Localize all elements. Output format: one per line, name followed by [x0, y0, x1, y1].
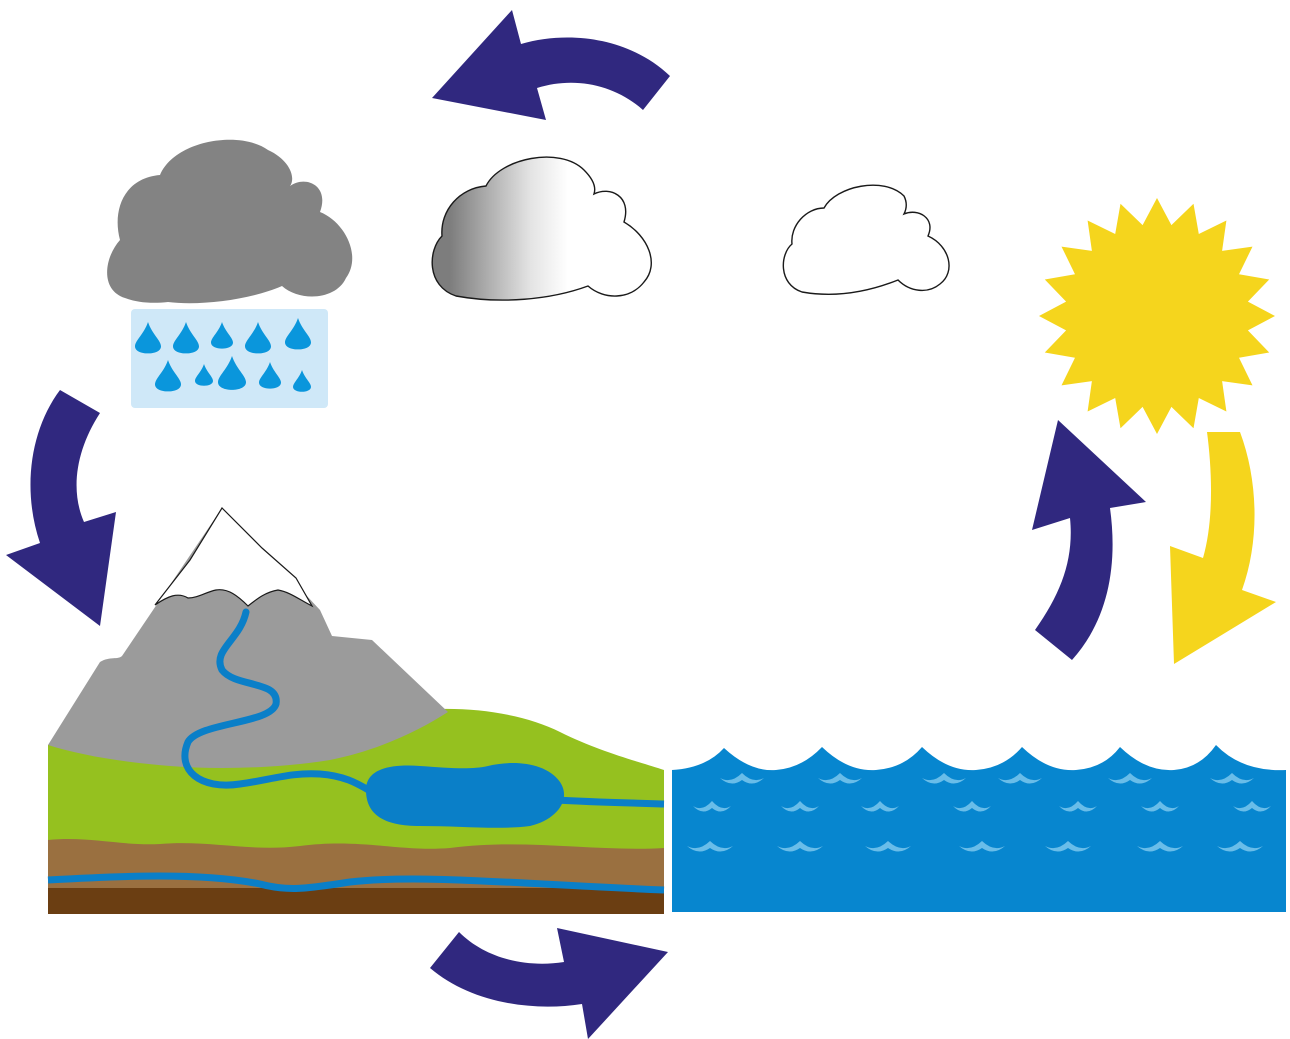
- wave-crest: [998, 773, 1042, 784]
- snow-cap: [154, 507, 314, 608]
- rain-drops: [135, 318, 311, 392]
- wave-crest: [1059, 801, 1097, 812]
- mountain: [48, 508, 448, 768]
- cycle-arrow-top: [432, 10, 670, 120]
- wave-crest: [1210, 773, 1254, 784]
- wave-crest: [720, 773, 764, 784]
- rain-drop: [293, 370, 311, 392]
- wave-crest: [922, 773, 966, 784]
- cycle-arrow-bottom: [430, 928, 668, 1039]
- sea: [672, 745, 1286, 912]
- sun-icon: [1039, 198, 1275, 434]
- rain-cloud-icon: [107, 139, 353, 408]
- wave-crest: [687, 841, 733, 852]
- groundwater-stream: [47, 872, 665, 894]
- cycle-arrow-left: [6, 390, 116, 626]
- rain-drop: [259, 362, 281, 389]
- sun-ray-arrow: [1170, 432, 1276, 664]
- land-block: [47, 507, 665, 914]
- rain-drop: [155, 360, 181, 392]
- wave-crest: [781, 801, 819, 812]
- rain-drop: [195, 364, 213, 386]
- cycle-arrow-right: [1032, 420, 1146, 660]
- wave-crest: [1108, 773, 1152, 784]
- rain-drop: [245, 322, 271, 354]
- sea-waves: [687, 773, 1271, 852]
- wave-crest: [693, 801, 731, 812]
- rain-drop: [211, 322, 233, 349]
- rain-drop: [173, 322, 199, 354]
- sea-water: [672, 745, 1286, 912]
- wave-crest: [1045, 841, 1091, 852]
- gradient-cloud-icon: [431, 156, 652, 301]
- lake: [366, 763, 565, 828]
- mountain-river: [181, 608, 376, 796]
- wave-crest: [865, 841, 911, 852]
- wave-crest: [1217, 841, 1263, 852]
- wave-crest: [1233, 801, 1271, 812]
- wave-crest: [959, 841, 1005, 852]
- rain-cloud-shape: [107, 139, 353, 304]
- wave-crest: [818, 773, 862, 784]
- wave-crest: [953, 801, 991, 812]
- wave-crest: [777, 841, 823, 852]
- outline-cloud-icon: [782, 184, 950, 296]
- rain-drop: [135, 322, 161, 354]
- wave-crest: [861, 801, 899, 812]
- wave-crest: [1137, 841, 1183, 852]
- rain-drop: [285, 318, 311, 350]
- rain-drop: [218, 356, 246, 390]
- lake-outlet-stream: [555, 796, 665, 808]
- wave-crest: [1141, 801, 1179, 812]
